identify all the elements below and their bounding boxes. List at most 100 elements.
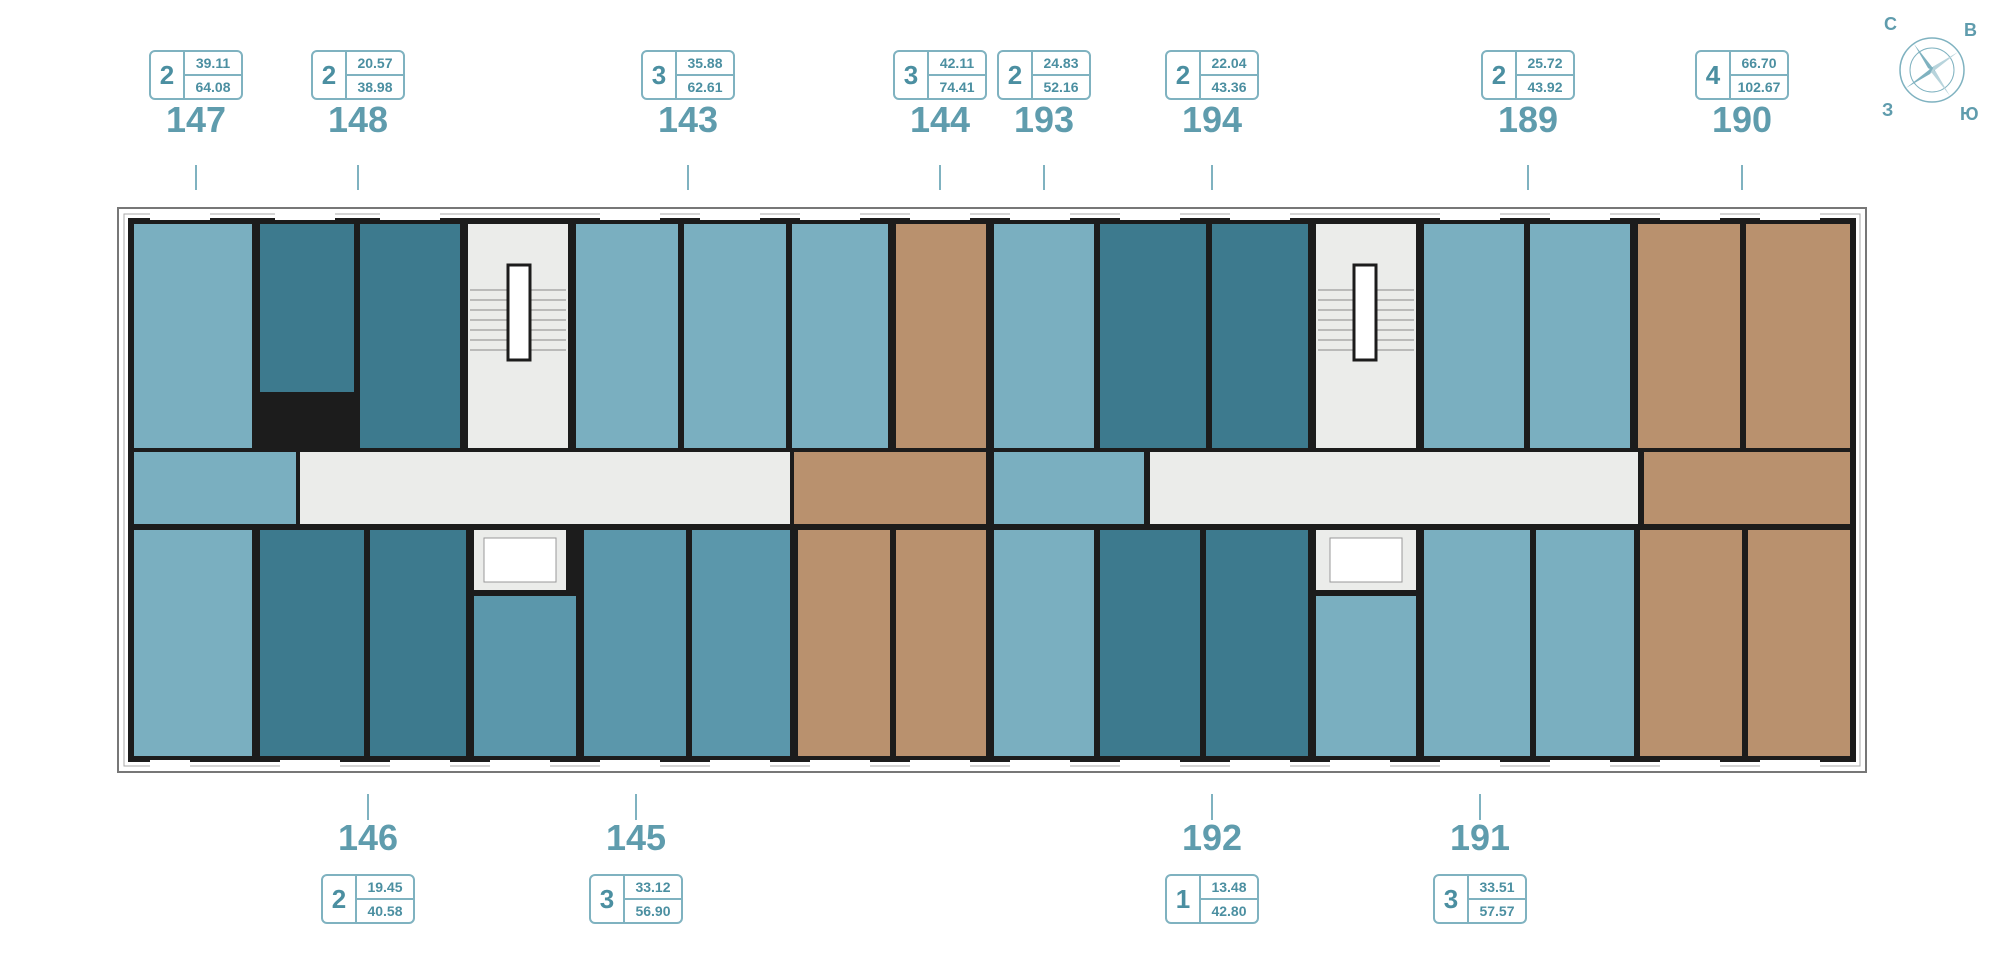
compass-rose-icon xyxy=(1899,37,1965,103)
unit-145-room-c xyxy=(692,530,790,756)
room-count: 3 xyxy=(591,876,625,922)
room-count: 2 xyxy=(999,52,1033,98)
unit-146-room-a xyxy=(260,530,364,756)
unit-badge: 3 33.51 57.57 xyxy=(1433,874,1527,924)
living-area: 39.11 xyxy=(185,52,241,76)
unit-number: 189 xyxy=(1497,99,1559,140)
living-area: 42.11 xyxy=(929,52,985,76)
unit-193-hall xyxy=(994,452,1144,524)
total-area: 102.67 xyxy=(1737,79,1781,95)
unit-194-room-a xyxy=(1100,224,1206,448)
unit-191-room-a xyxy=(1316,596,1416,756)
unit-148-room-b xyxy=(360,224,460,448)
living-area: 24.83 xyxy=(1033,52,1089,76)
stair-well-east xyxy=(1352,263,1378,362)
compass-north-label: С xyxy=(1884,14,1897,34)
unit-badge: 2 25.72 43.92 xyxy=(1481,50,1575,100)
unit-189-room-a xyxy=(1424,224,1524,448)
living-area: 25.72 xyxy=(1517,52,1573,76)
unit-label-189[interactable]: 2 25.72 43.92 189 xyxy=(1468,50,1588,140)
room-count: 3 xyxy=(643,52,677,98)
unit-number: 146 xyxy=(337,817,399,858)
unit-number: 147 xyxy=(165,99,227,140)
unit-number: 191 xyxy=(1449,817,1511,858)
unit-badge: 3 35.88 62.61 xyxy=(641,50,735,100)
unit-number: 144 xyxy=(909,99,971,140)
unit-145-room-b xyxy=(584,530,686,756)
elevator-west-cab xyxy=(483,537,557,583)
windows xyxy=(150,210,1820,770)
unit-189-room-b xyxy=(1530,224,1630,448)
living-area: 66.70 xyxy=(1731,52,1787,76)
unit-number: 148 xyxy=(327,99,389,140)
unit-192-room-a xyxy=(1100,530,1200,756)
unit-144-room-c xyxy=(896,530,986,756)
living-area: 13.48 xyxy=(1201,876,1257,900)
unit-badge: 4 66.70 102.67 xyxy=(1695,50,1789,100)
unit-190-room-c xyxy=(1640,530,1742,756)
unit-143-room-b xyxy=(684,224,786,448)
elevator-east-cab xyxy=(1329,537,1403,583)
unit-190-hall xyxy=(1644,452,1850,524)
room-count: 2 xyxy=(313,52,347,98)
unit-190-room-b xyxy=(1746,224,1850,448)
unit-badge: 2 22.04 43.36 xyxy=(1165,50,1259,100)
living-area: 33.51 xyxy=(1469,876,1525,900)
unit-146-room-b xyxy=(370,530,466,756)
unit-145-room-a xyxy=(474,596,576,756)
leader-lines xyxy=(195,165,1743,820)
unit-144-room-a xyxy=(896,224,986,448)
unit-143-room-c xyxy=(792,224,888,448)
building-inner-outline xyxy=(123,213,1861,767)
compass-south-label: Ю xyxy=(1960,104,1979,124)
room-count: 3 xyxy=(1435,876,1469,922)
total-area: 43.36 xyxy=(1211,79,1247,95)
corridor-west xyxy=(300,452,790,524)
stair-well-west xyxy=(506,263,532,362)
compass-east-label: В xyxy=(1964,20,1977,40)
room-count: 4 xyxy=(1697,52,1731,98)
living-area: 19.45 xyxy=(357,876,413,900)
unit-193-room-a xyxy=(994,224,1094,448)
living-area: 22.04 xyxy=(1201,52,1257,76)
unit-143-room-a xyxy=(576,224,678,448)
total-area: 57.57 xyxy=(1479,903,1515,919)
unit-144-hall xyxy=(794,452,986,524)
unit-192-room-b xyxy=(1206,530,1308,756)
unit-148-room-a xyxy=(260,224,354,392)
unit-number: 145 xyxy=(605,817,667,858)
unit-147-hall xyxy=(134,452,296,524)
total-area: 42.80 xyxy=(1211,903,1247,919)
unit-147-room-a xyxy=(134,224,252,448)
total-area: 62.61 xyxy=(687,79,723,95)
room-count: 3 xyxy=(895,52,929,98)
room-count: 2 xyxy=(1483,52,1517,98)
living-area: 35.88 xyxy=(677,52,733,76)
unit-label-191[interactable]: 191 3 33.51 57.57 xyxy=(1420,818,1540,924)
corridor-east xyxy=(1150,452,1638,524)
unit-label-194[interactable]: 2 22.04 43.36 194 xyxy=(1152,50,1272,140)
room-count: 2 xyxy=(323,876,357,922)
total-area: 38.98 xyxy=(357,79,393,95)
unit-number: 194 xyxy=(1181,99,1243,140)
total-area: 43.92 xyxy=(1527,79,1563,95)
room-count: 2 xyxy=(1167,52,1201,98)
unit-191-room-b xyxy=(1424,530,1530,756)
unit-190-room-d xyxy=(1748,530,1850,756)
unit-194-room-b xyxy=(1212,224,1308,448)
